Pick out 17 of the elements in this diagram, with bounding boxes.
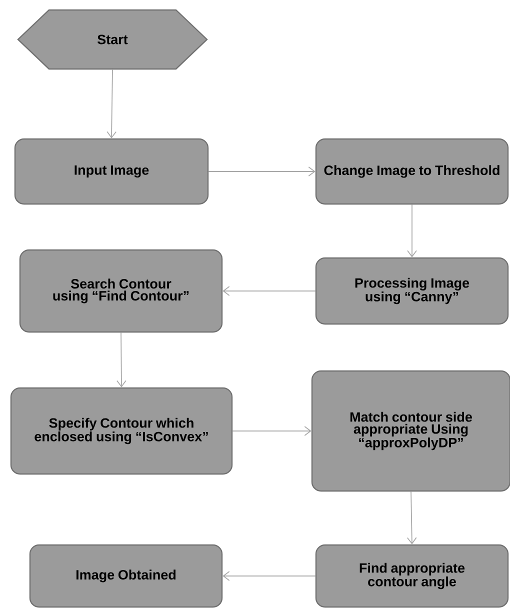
arrow	[407, 204, 417, 258]
arrow	[222, 286, 316, 296]
process-box: Processing Image using “Canny”	[315, 257, 509, 325]
arrow	[106, 68, 117, 138]
process-box: Image Obtained	[29, 544, 223, 608]
arrow	[406, 491, 417, 544]
arrow	[116, 332, 126, 388]
process-box: Change Image to Threshold	[315, 138, 509, 205]
arrow	[208, 166, 316, 176]
process-box: Specify Contour which enclosed using “IsConvex”	[10, 387, 233, 475]
process-box: Match contour side appropriate Using “approxPolyDP”	[311, 370, 510, 492]
process-box: Input Image	[14, 138, 209, 205]
process-box: Search Contour using “Find Contour”	[19, 249, 223, 333]
arrow	[232, 426, 312, 436]
start-hexagon: Start	[17, 9, 208, 70]
arrow	[222, 571, 316, 581]
process-box: Find appropriate contour angle	[315, 544, 509, 608]
